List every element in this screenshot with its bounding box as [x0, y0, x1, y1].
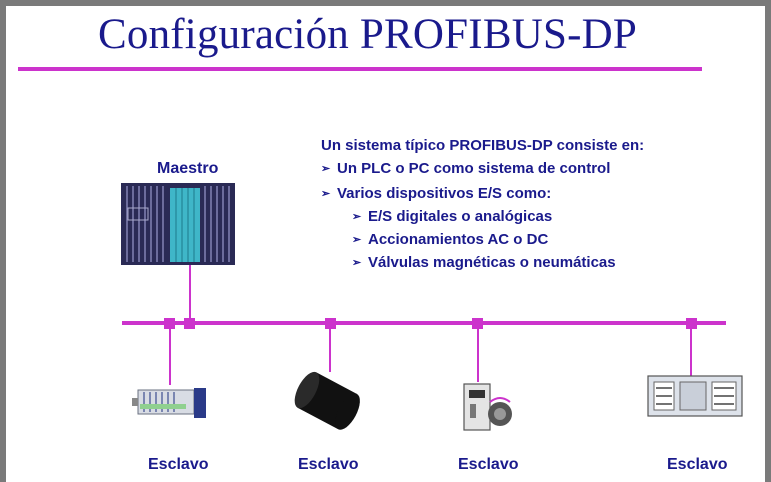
bullet-arrow-icon: ➢	[321, 163, 331, 175]
slave-label-2: Esclavo	[298, 456, 359, 473]
description-subitem-3: ➢ Válvulas magnéticas o neumáticas	[352, 254, 616, 271]
slave-label-4: Esclavo	[667, 456, 728, 473]
valve-motor-icon	[463, 383, 512, 431]
bullet-arrow-icon: ➢	[352, 211, 362, 223]
slave-label-3: Esclavo	[458, 456, 519, 473]
description-subitem-text: Accionamientos AC o DC	[368, 231, 549, 248]
description-subitem-text: Válvulas magnéticas o neumáticas	[368, 254, 616, 271]
io-module-icon	[132, 388, 206, 418]
description-subitem-text: E/S digitales o analógicas	[368, 208, 553, 225]
description-item-2: ➢ Varios dispositivos E/S como:	[321, 185, 551, 202]
bullet-arrow-icon: ➢	[352, 257, 362, 269]
slave-label-1: Esclavo	[148, 456, 209, 473]
description-item-text: Varios dispositivos E/S como:	[337, 185, 552, 202]
description-item-text: Un PLC o PC como sistema de control	[337, 160, 611, 177]
bullet-arrow-icon: ➢	[321, 188, 331, 200]
description-subitem-1: ➢ E/S digitales o analógicas	[352, 208, 552, 225]
master-plc-icon	[121, 183, 235, 265]
master-label: Maestro	[157, 160, 219, 177]
title-underline	[18, 67, 702, 71]
rack-unit-icon	[647, 375, 743, 417]
bullet-arrow-icon: ➢	[352, 234, 362, 246]
description-item-1: ➢ Un PLC o PC como sistema de control	[321, 160, 610, 177]
profibus-bus	[122, 265, 726, 385]
description-subitem-2: ➢ Accionamientos AC o DC	[352, 231, 548, 248]
drive-cylinder-icon	[294, 371, 360, 430]
slide-title: Configuración PROFIBUS-DP	[98, 11, 637, 58]
description-intro: Un sistema típico PROFIBUS-DP consiste e…	[321, 137, 645, 154]
